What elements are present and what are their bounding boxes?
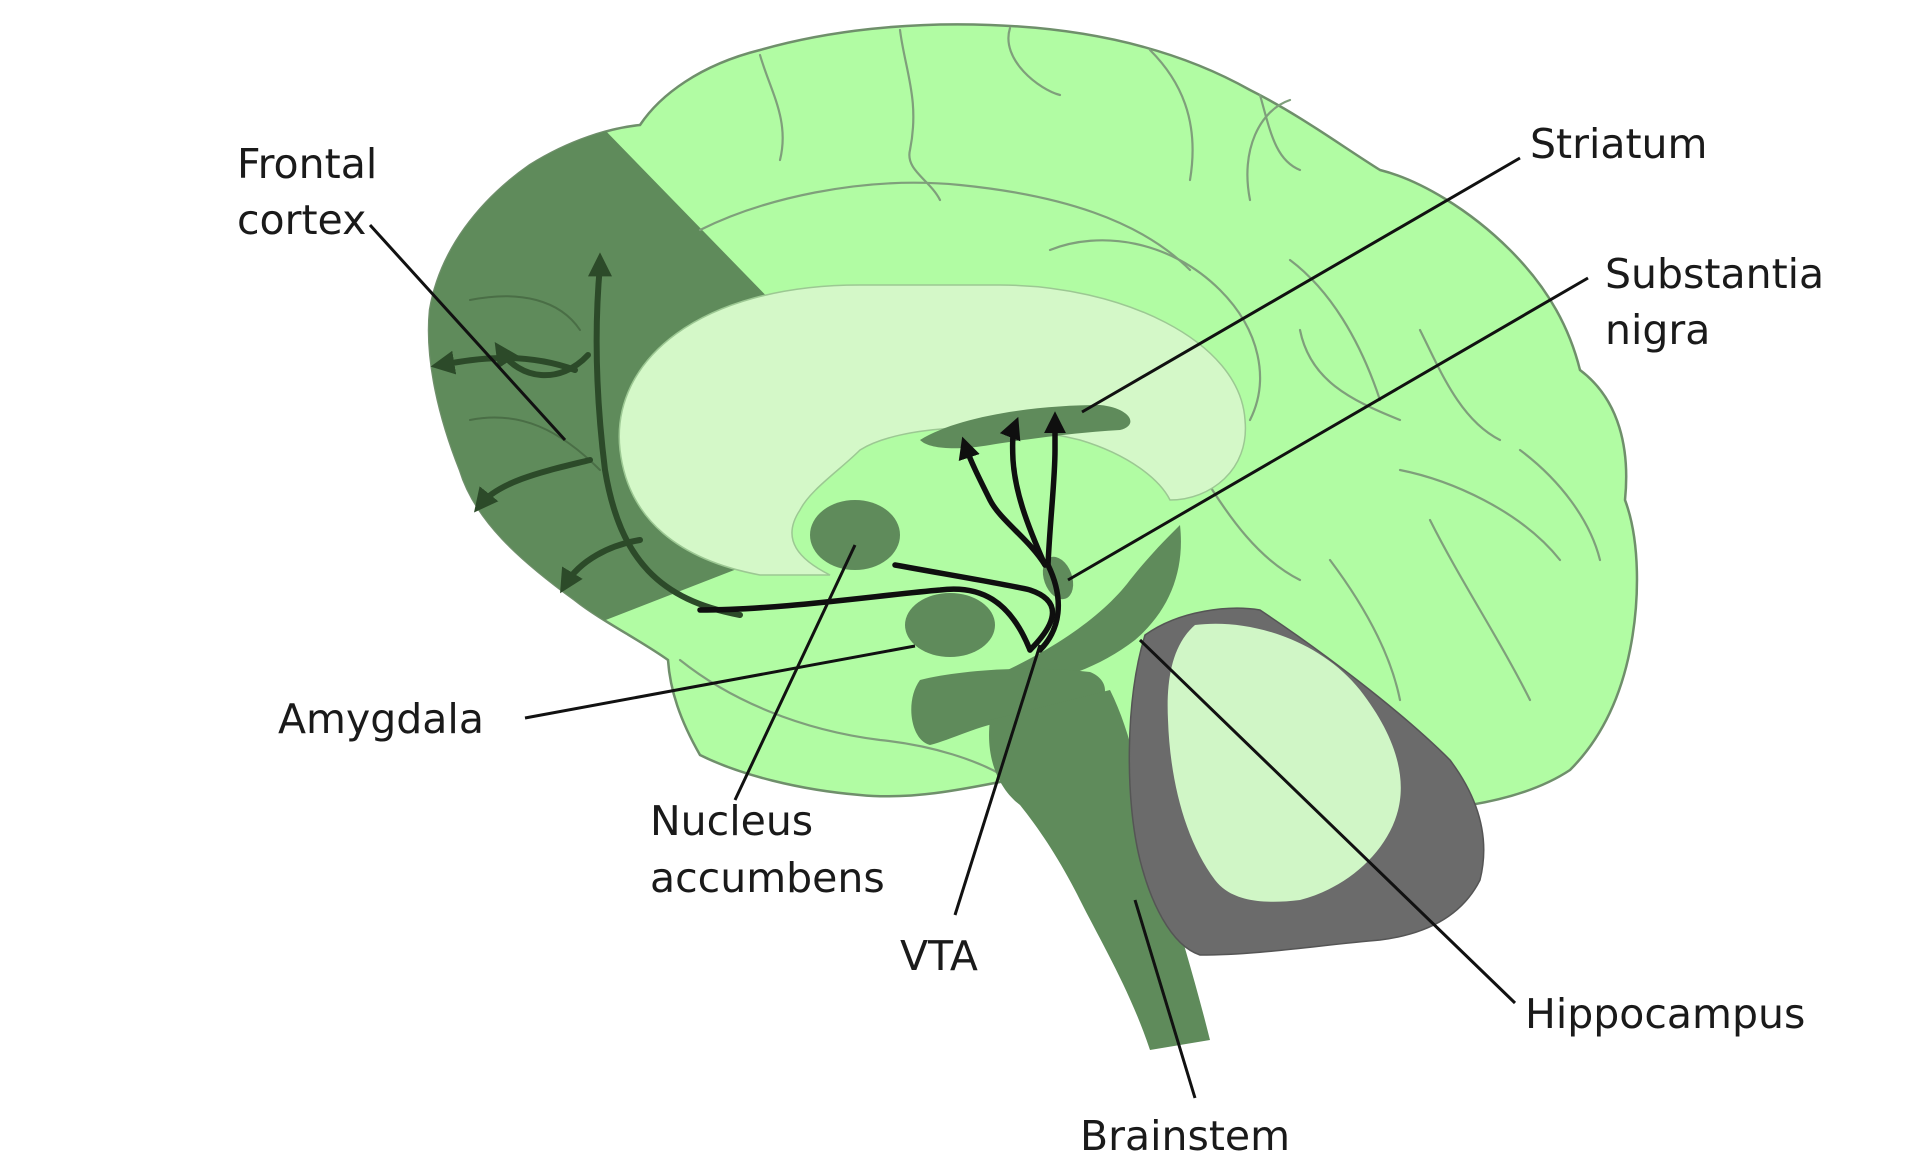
label-vta: VTA <box>900 932 978 980</box>
leader-vta <box>953 644 1042 916</box>
brainstem-region <box>989 690 1210 1050</box>
leader-substantia-nigra <box>1067 276 1589 582</box>
leader-amygdala <box>524 644 916 720</box>
label-nucleus-accumbens: Nucleus accumbens <box>650 797 885 902</box>
label-hippocampus: Hippocampus <box>1525 990 1805 1038</box>
leader-brainstem <box>1133 899 1197 1099</box>
label-striatum: Striatum <box>1530 120 1707 168</box>
dopamine-pathways <box>697 411 1066 653</box>
nucleus-accumbens-region <box>810 500 900 570</box>
label-frontal-cortex: Frontal cortex <box>237 140 390 244</box>
label-amygdala: Amygdala <box>278 695 484 743</box>
leader-striatum <box>1081 156 1521 414</box>
cerebellum <box>1128 607 1485 956</box>
corpus-callosum <box>618 284 1247 576</box>
label-brainstem: Brainstem <box>1080 1112 1290 1160</box>
mesocortical-projection <box>430 252 743 618</box>
amygdala-region <box>905 593 995 657</box>
label-substantia-nigra: Substantia nigra <box>1605 250 1837 354</box>
leader-nucleus-accumbens <box>733 544 857 801</box>
hippocampus-region <box>960 525 1181 690</box>
labels: Frontal cortex Striatum Substantia nigra… <box>237 120 1837 1160</box>
midbrain-region <box>911 668 1105 745</box>
leader-frontal-cortex <box>368 223 567 442</box>
leader-hippocampus <box>1138 638 1517 1005</box>
cortical-sulci <box>469 26 1602 782</box>
leader-lines <box>368 156 1589 1099</box>
